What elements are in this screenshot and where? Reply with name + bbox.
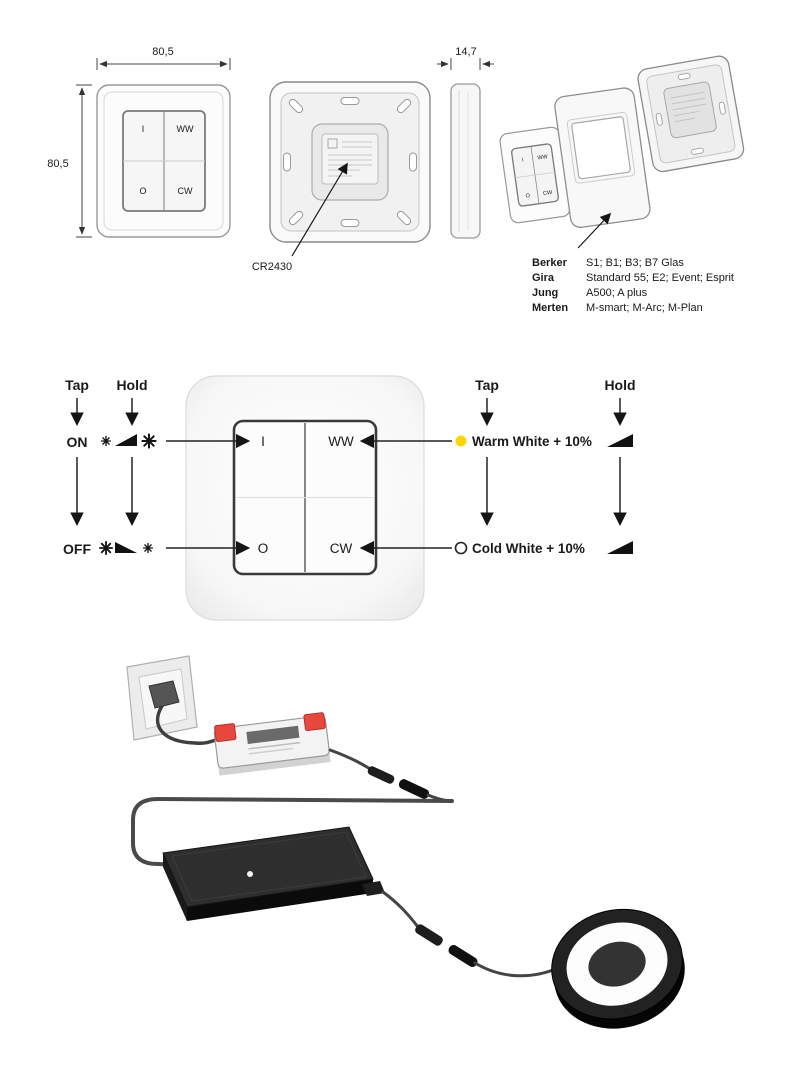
button-ww-label: WW	[328, 434, 354, 449]
exploded-on-label: I	[522, 157, 525, 163]
brand-label: Berker	[532, 257, 568, 269]
width-dimension-label: 80,5	[152, 46, 173, 58]
tap-header-left: Tap	[65, 377, 89, 393]
cold-white-dot-icon	[454, 541, 468, 555]
height-dimension-label: 80,5	[47, 158, 68, 170]
driver-cable	[381, 890, 420, 929]
wire-loop	[131, 796, 454, 873]
button-on-label: I	[261, 434, 265, 449]
off-label: OFF	[63, 541, 91, 557]
on-label: ON	[67, 434, 88, 450]
front-button-on-label: I	[142, 124, 145, 134]
terminal-clamp-right	[303, 712, 326, 732]
depth-dimension-label: 14,7	[455, 46, 476, 58]
frame-callout-arrow	[577, 212, 612, 249]
exploded-ww-label: WW	[537, 154, 549, 161]
led-driver-box	[162, 826, 385, 921]
exploded-view: I WW O CW	[499, 55, 745, 249]
power-cord	[155, 704, 220, 745]
width-dimension: 80,5	[96, 46, 231, 70]
function-switch: I WW O CW	[185, 375, 425, 621]
cable-connector	[398, 779, 430, 799]
front-view: I WW O CW	[96, 84, 231, 238]
cable-connector	[367, 766, 395, 784]
models-label: S1; B1; B3; B7 Glas	[586, 257, 684, 269]
status-led	[247, 871, 253, 877]
exploded-back-plate	[637, 55, 745, 173]
function-left: Tap Hold ON OFF	[63, 377, 251, 557]
warm-white-dot-icon	[455, 435, 467, 447]
models-label: Standard 55; E2; Event; Esprit	[586, 272, 734, 284]
ring-cable	[473, 961, 560, 978]
installation-illustration	[126, 655, 685, 1029]
back-view	[269, 81, 431, 243]
ramp-up-icon	[607, 434, 633, 447]
front-button-ww-label: WW	[177, 124, 194, 134]
side-view	[450, 83, 481, 239]
exploded-cw-label: CW	[543, 190, 554, 197]
label-text-lines	[327, 138, 372, 177]
cold-white-label: Cold White + 10%	[472, 541, 585, 556]
button-cw-label: CW	[330, 541, 353, 556]
models-label: M-smart; M-Arc; M-Plan	[586, 302, 703, 314]
battery-callout: CR2430	[252, 162, 348, 273]
exploded-frame	[554, 87, 651, 228]
led-ring	[551, 908, 685, 1029]
brand-label: Jung	[532, 287, 558, 299]
back-plate-label-lines	[670, 91, 707, 123]
cable-connector	[415, 924, 443, 946]
models-label: A500; A plus	[586, 287, 648, 299]
height-dimension: 80,5	[47, 84, 92, 238]
battery-label: CR2430	[252, 261, 292, 273]
ramp-up-icon	[607, 541, 633, 554]
depth-dimension: 14,7	[437, 46, 494, 70]
brand-label: Merten	[532, 302, 568, 314]
hold-header-left: Hold	[116, 377, 147, 393]
adapter-cable	[328, 748, 374, 772]
exploded-off-label: O	[525, 193, 531, 200]
output-port	[362, 881, 385, 896]
exploded-switch-front: I WW O CW	[499, 126, 571, 224]
warm-white-label: Warm White + 10%	[472, 434, 592, 449]
brightness-down-icon	[99, 541, 154, 555]
front-button-cw-label: CW	[178, 186, 193, 196]
front-button-off-label: O	[139, 186, 146, 196]
compatibility-table: Berker S1; B1; B3; B7 Glas Gira Standard…	[532, 257, 734, 314]
cable-connector	[448, 944, 478, 968]
power-adapter	[213, 712, 331, 776]
hold-header-right: Hold	[604, 377, 635, 393]
terminal-clamp-left	[214, 723, 237, 743]
mounting-slots	[283, 97, 417, 227]
led-ring-hole	[588, 941, 646, 987]
function-right: Tap Hold Warm White + 10% Cold White + 1…	[359, 377, 636, 556]
brightness-up-icon	[100, 433, 157, 449]
brand-label: Gira	[532, 272, 555, 284]
tap-header-right: Tap	[475, 377, 499, 393]
button-off-label: O	[258, 541, 269, 556]
back-plate-slots	[655, 72, 726, 155]
power-plug	[148, 680, 180, 709]
